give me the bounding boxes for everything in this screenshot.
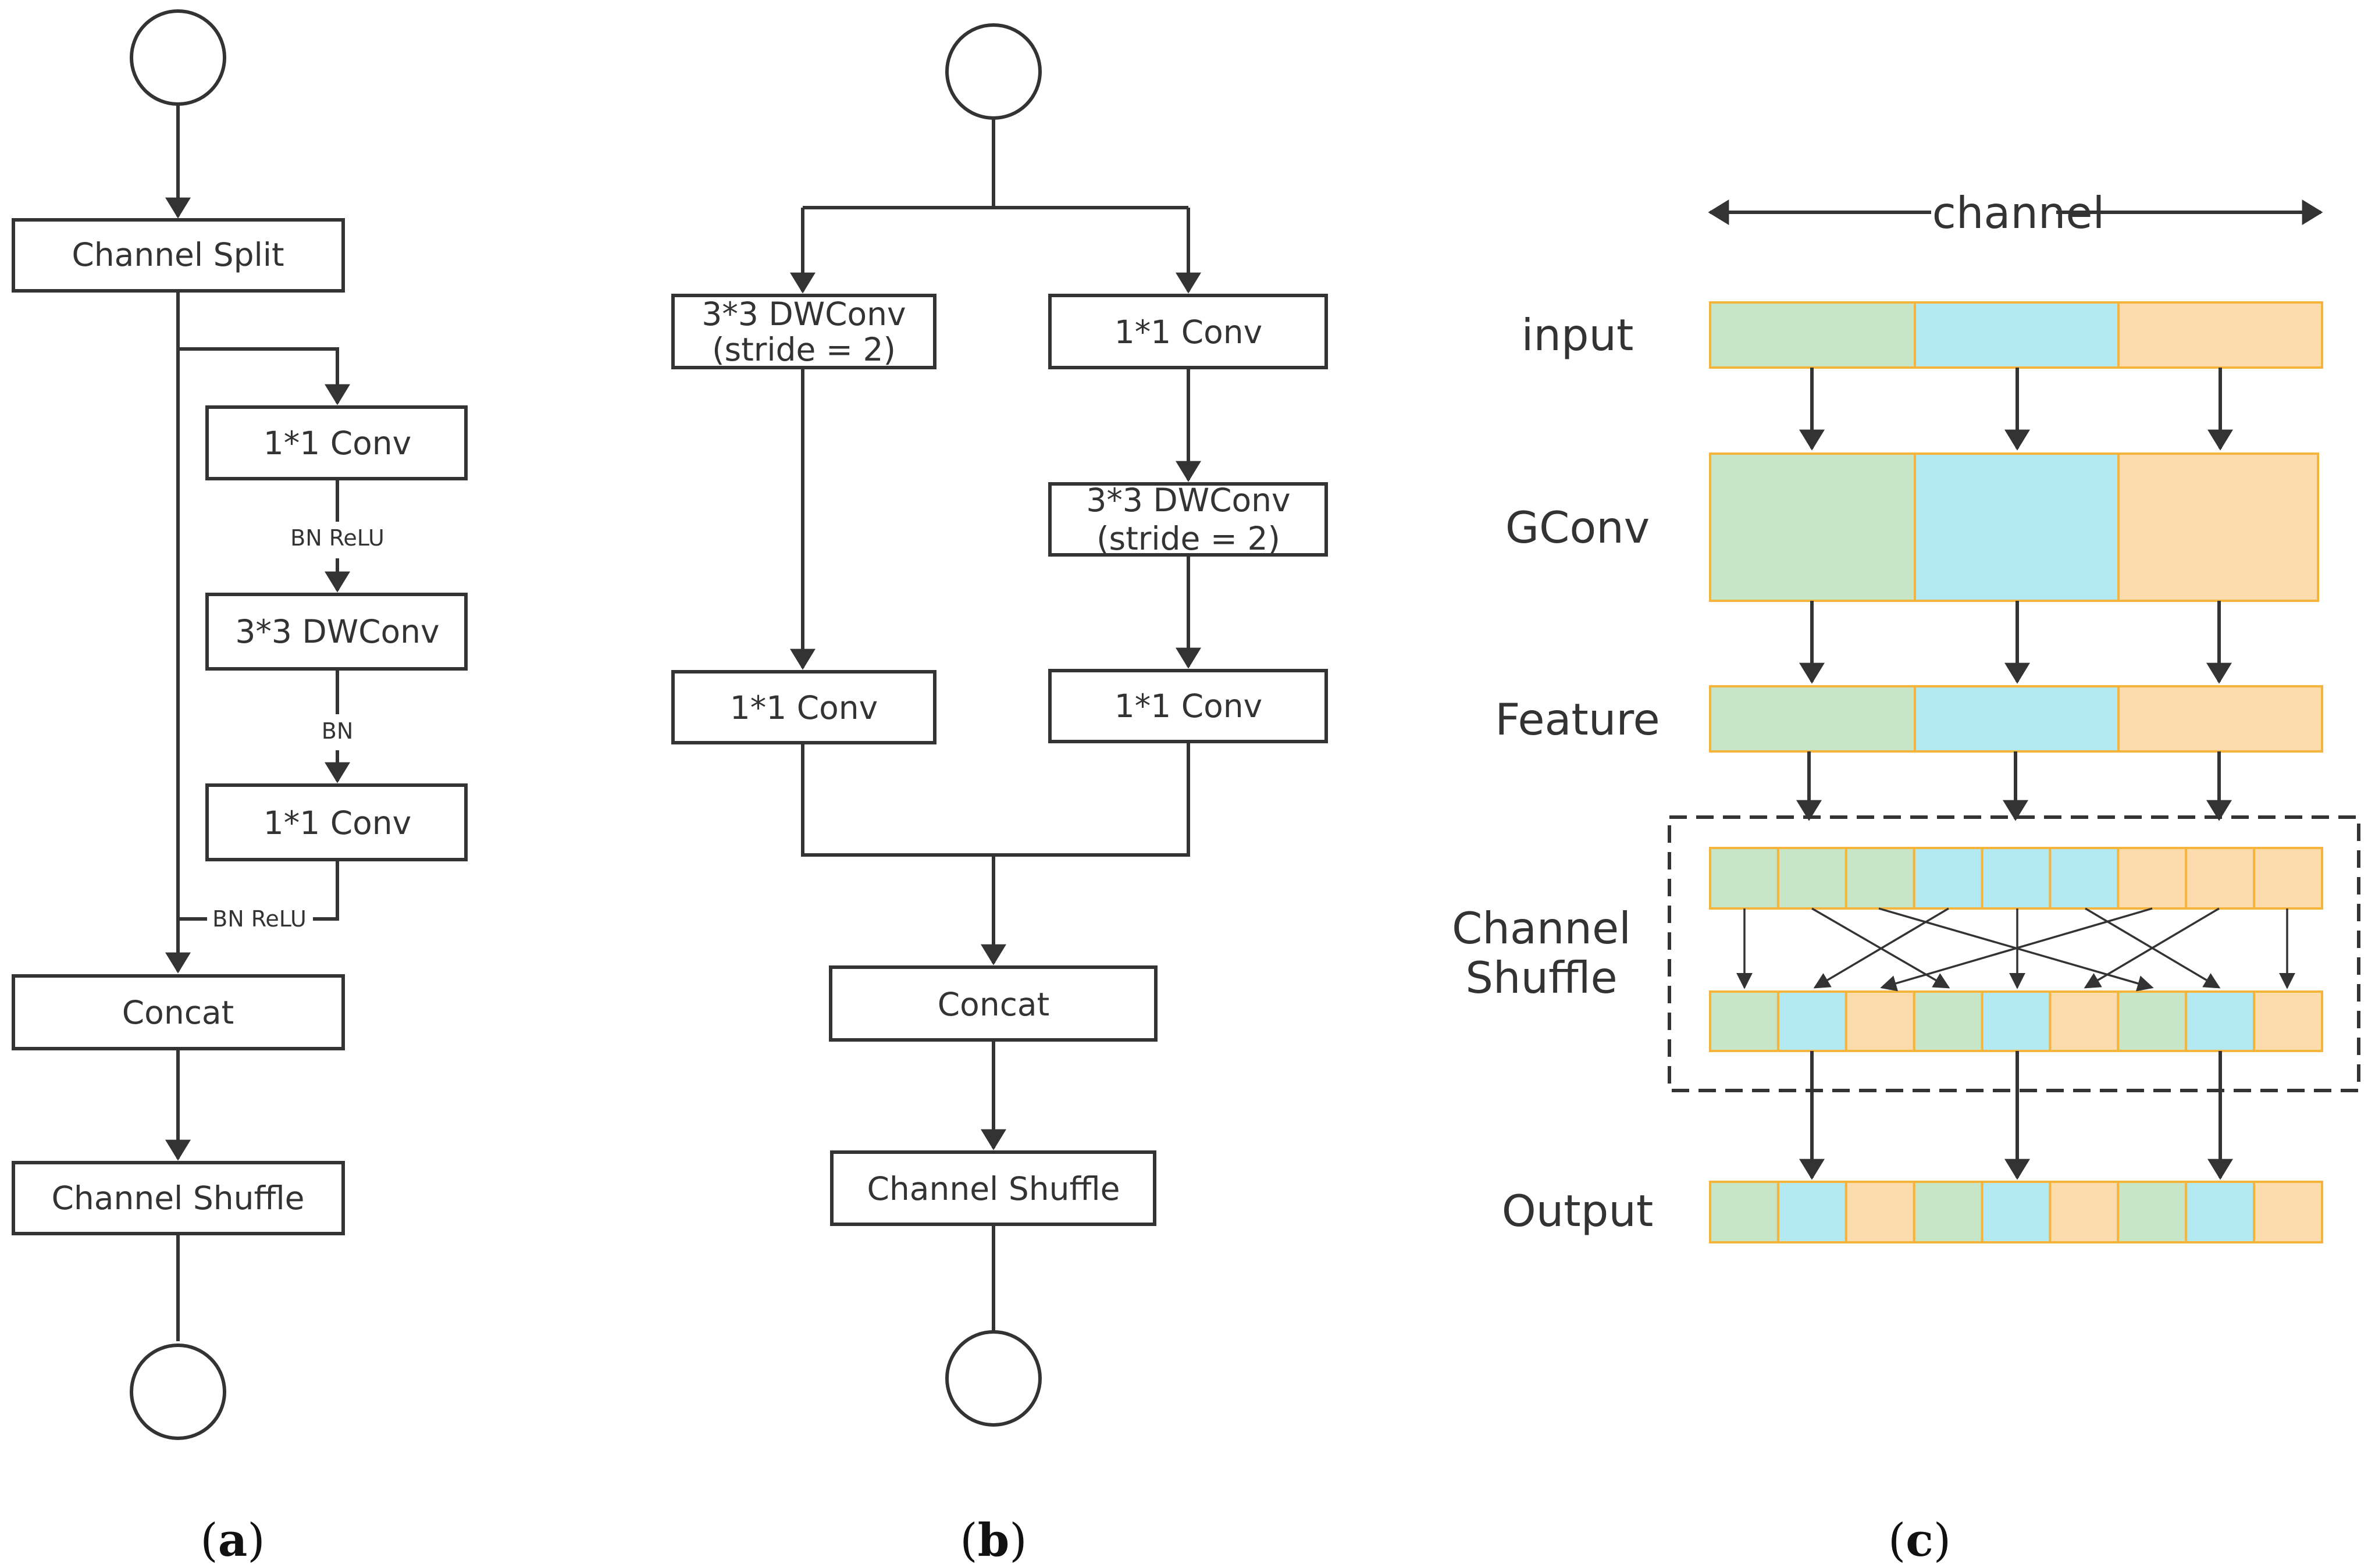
dwconv-box [205,593,468,671]
shuffle-top-cell [2117,847,2188,910]
channel-shuffle-label: Channel Shuffle [867,1170,1120,1207]
feature-row-label: Feature [1495,694,1660,745]
output-cell [2253,1181,2324,1243]
gconv-cell [1914,452,2120,602]
merge-line [801,742,1190,857]
shuffle-bottom-cell [1709,990,1779,1052]
shuffle-top-cell [1776,847,1847,910]
connector [313,860,339,921]
left-dwconv-line1: 3*3 DWConv [702,295,906,333]
concat-label: Concat [938,986,1049,1023]
shuffle-top-cell [2185,847,2256,910]
input-row [1709,301,2323,369]
shuffle-bottom-cell [1844,990,1915,1052]
panel-c: channel input GConv Feature Channel Shuf… [1452,187,2360,1567]
conv1-box [205,405,468,480]
right-conv1-box [1048,294,1328,369]
concat-label: Concat [122,994,234,1031]
shuffle-bottom-cell [2185,990,2256,1052]
output-cell [1981,1181,2052,1243]
right-dwconv-box [1048,482,1328,557]
shuffle-lines [1736,907,2295,992]
caption-c: (c) [1888,1514,1951,1567]
left-dwconv-line2: (stride = 2) [712,331,896,368]
gconv-cell [2117,452,2319,602]
input-cell [1709,301,1916,369]
output-cell [2185,1181,2256,1243]
end-node [130,1344,226,1440]
branch-arrow [178,347,350,405]
input-cell [1914,301,2120,369]
channel-shuffle-box [830,1150,1156,1226]
right-conv2-box [1048,669,1328,743]
channel-label: channel [1932,187,2105,238]
shuffle-top-cell [1981,847,2052,910]
shuffle-top-cell [1709,847,1779,910]
bn-label: BN [322,718,354,744]
bn-relu-2-label: BN ReLU [212,906,307,932]
panel-b: 3*3 DWConv (stride = 2) 1*1 Conv 3*3 DWC… [671,23,1328,1567]
shuffle-bottom-cell [2049,990,2120,1052]
caption-b: (b) [960,1514,1027,1567]
output-cell [1709,1181,1779,1243]
channel-shuffle-label-2: Shuffle [1465,952,1617,1003]
feature-row [1709,685,2323,753]
conv2-label: 1*1 Conv [263,804,411,842]
shuffle-line [1880,907,2153,992]
shuffle-top-cell [2049,847,2120,910]
right-conv2-label: 1*1 Conv [1114,687,1262,725]
start-node [945,23,1042,120]
input-row-label: input [1522,309,1634,361]
shuffle-bottom-cell [2117,990,2188,1052]
shuffle-top-row [1709,847,2324,910]
right-dwconv-line2: (stride = 2) [1096,520,1280,557]
shuffle-bottom-row [1709,990,2324,1052]
shuffle-bottom-cell [1913,990,1984,1052]
shuffle-line [2084,907,2220,989]
input-cell [2117,301,2323,369]
channel-split-label: Channel Split [72,236,284,273]
gconv-cell [1709,452,1916,602]
channel-shuffle-box [12,1161,345,1235]
start-node [130,9,226,106]
shuffle-top-cell [1844,847,1915,910]
panel-a: Channel Split 1*1 Conv BN ReLU 3*3 DWCon… [12,9,468,1567]
left-dwconv-box [671,294,936,369]
shuffle-line [1813,907,1949,989]
output-row-label: Output [1502,1185,1654,1236]
caption-a: (a) [200,1514,265,1567]
right-conv1-label: 1*1 Conv [1114,313,1262,351]
output-cell [2117,1181,2188,1243]
output-cell [1844,1181,1915,1243]
shuffle-top-cell [2253,847,2324,910]
feature-cell [1914,685,2120,753]
left-conv-box [671,670,936,744]
concat-box [12,974,345,1050]
bn-relu-1-label: BN ReLU [290,525,384,551]
shuffle-bottom-cell [1981,990,2052,1052]
shuffle-bottom-cell [1776,990,1847,1052]
channel-shuffle-label: Channel Shuffle [52,1179,305,1217]
output-cell [1776,1181,1847,1243]
end-node [945,1330,1042,1427]
feature-cell [2117,685,2323,753]
gconv-row [1709,452,2319,602]
shuffle-bottom-cell [2253,990,2324,1052]
left-conv-label: 1*1 Conv [730,689,878,726]
conv1-label: 1*1 Conv [263,425,411,462]
concat-box [829,965,1158,1042]
right-dwconv-line1: 3*3 DWConv [1086,482,1290,519]
shuffle-top-cell [1913,847,1984,910]
channel-shuffle-label-1: Channel [1452,903,1631,954]
output-row [1709,1181,2324,1243]
dwconv-label: 3*3 DWConv [235,613,439,650]
output-cell [2049,1181,2120,1243]
output-cell [1913,1181,1984,1243]
gconv-row-label: GConv [1505,502,1650,553]
feature-cell [1709,685,1916,753]
